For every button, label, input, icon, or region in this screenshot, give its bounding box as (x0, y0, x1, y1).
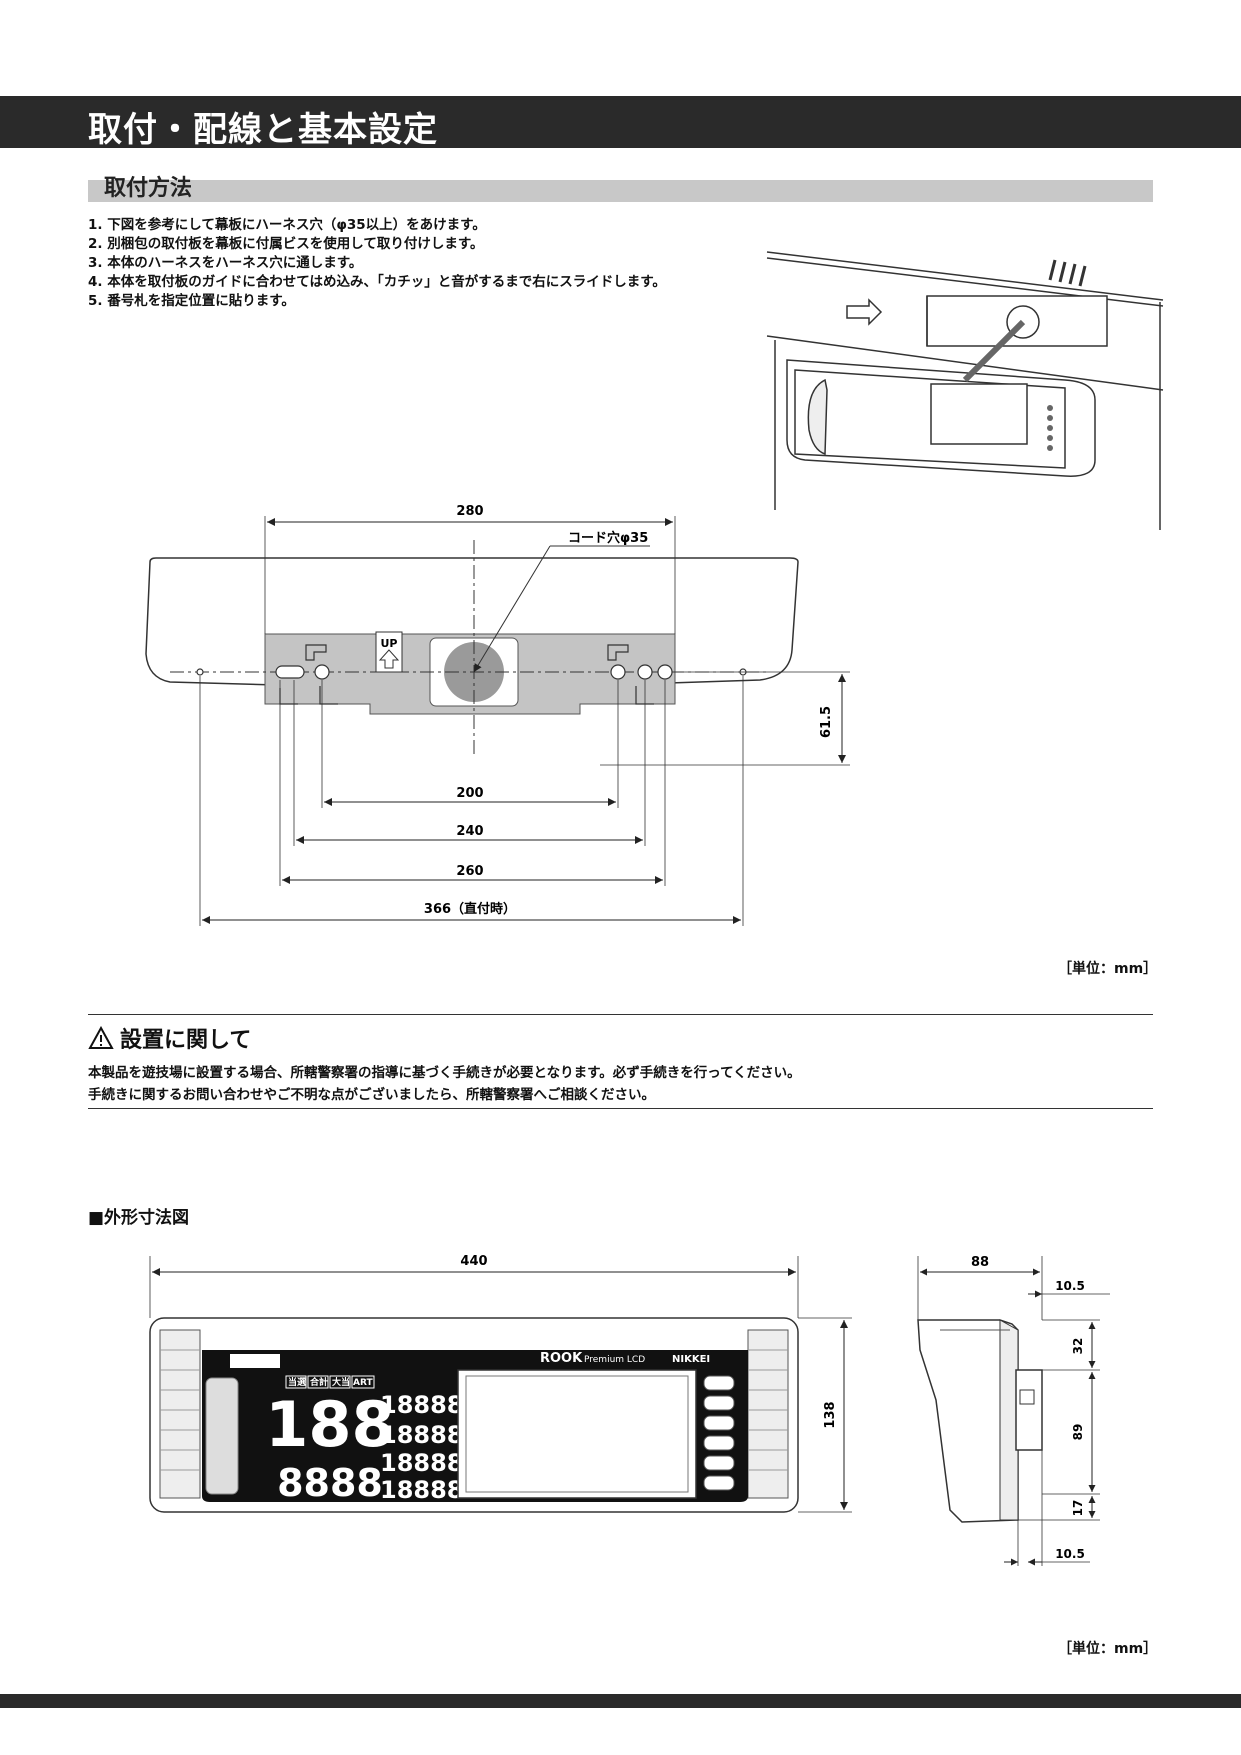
dim-10-5-top: 10.5 (1055, 1279, 1085, 1293)
digits-row: 18888 (380, 1391, 464, 1419)
section-title-install: 取付方法 (104, 176, 193, 201)
section-title-outline: ■外形寸法図 (88, 1208, 190, 1228)
dim-61-5: 61.5 (819, 706, 834, 738)
maker-label: NIKKEI (672, 1354, 710, 1365)
mount-diagram: UP コード穴φ35 280 61.5 200 240 260 366（直付時） (145, 504, 850, 926)
dim-89: 89 (1071, 1424, 1085, 1441)
lamp-label: ART (353, 1378, 373, 1388)
divider (88, 1014, 1153, 1015)
digits-row: 18888 (380, 1421, 464, 1449)
dim-200: 200 (456, 786, 483, 801)
dim-260: 260 (456, 864, 483, 879)
unit-label-1: ［単位：mm］ (1058, 961, 1158, 977)
section-bar (88, 180, 1153, 202)
lamp-label: 大当 (332, 1376, 350, 1388)
lamp-label: 当選 (288, 1376, 307, 1388)
dim-32: 32 (1071, 1338, 1085, 1355)
install-steps: 1. 下図を参考にして幕板にハーネス穴（φ35以上）をあけます。 2. 別梱包の… (88, 216, 666, 311)
step-item: 5. 番号札を指定位置に貼ります。 (88, 293, 295, 309)
dim-138: 138 (823, 1401, 838, 1428)
warning-icon (88, 1026, 114, 1049)
device-front-diagram: 440 当選 合計 大当 ART 188 8888 18888 18888 18… (149, 1254, 852, 1513)
digits-row: 18888 (380, 1449, 464, 1477)
dim-280: 280 (456, 504, 483, 519)
title-bar (0, 96, 1241, 148)
up-label: UP (381, 637, 398, 650)
step-item: 1. 下図を参考にして幕板にハーネス穴（φ35以上）をあけます。 (88, 217, 486, 233)
notice-heading: 設置に関して (88, 1022, 251, 1054)
step-item: 4. 本体を取付板のガイドに合わせてはめ込み、「カチッ」と音がするまで右にスライ… (88, 274, 666, 290)
unit-label-2: ［単位：mm］ (1058, 1641, 1158, 1657)
dim-240: 240 (456, 824, 483, 839)
brand-sub-label: Premium LCD (584, 1355, 645, 1365)
notice-body: 本製品を遊技場に設置する場合、所轄警察署の指導に基づく手続きが必要となります。必… (88, 1062, 801, 1106)
hole-label: コード穴φ35 (568, 530, 648, 546)
dim-440: 440 (460, 1254, 487, 1269)
digits-small: 8888 (277, 1461, 383, 1505)
step-item: 3. 本体のハーネスをハーネス穴に通します。 (88, 255, 363, 271)
digits-row: 18888 (380, 1476, 464, 1504)
footer-bar (0, 1694, 1241, 1708)
step-item: 2. 別梱包の取付板を幕板に付属ビスを使用して取り付けします。 (88, 236, 484, 252)
page-title: 取付・配線と基本設定 (88, 110, 438, 150)
notice-line: 手続きに関するお問い合わせやご不明な点がございましたら、所轄警察署へご相談くださ… (88, 1087, 655, 1103)
lamp-label: 合計 (310, 1376, 328, 1388)
notice-line: 本製品を遊技場に設置する場合、所轄警察署の指導に基づく手続きが必要となります。必… (88, 1065, 801, 1081)
device-side-diagram: 88 10.5 32 89 17 10.5 (917, 1255, 1110, 1566)
dim-88: 88 (971, 1255, 989, 1270)
dim-366: 366（直付時） (424, 901, 516, 917)
divider (88, 1108, 1153, 1109)
install-illustration (766, 251, 1164, 530)
brand-label: ROOK (540, 1351, 583, 1366)
digits-big: 188 (265, 1388, 394, 1461)
dim-10-5-bottom: 10.5 (1055, 1547, 1085, 1561)
notice-title: 設置に関して (120, 1028, 252, 1053)
dim-17: 17 (1071, 1500, 1085, 1517)
